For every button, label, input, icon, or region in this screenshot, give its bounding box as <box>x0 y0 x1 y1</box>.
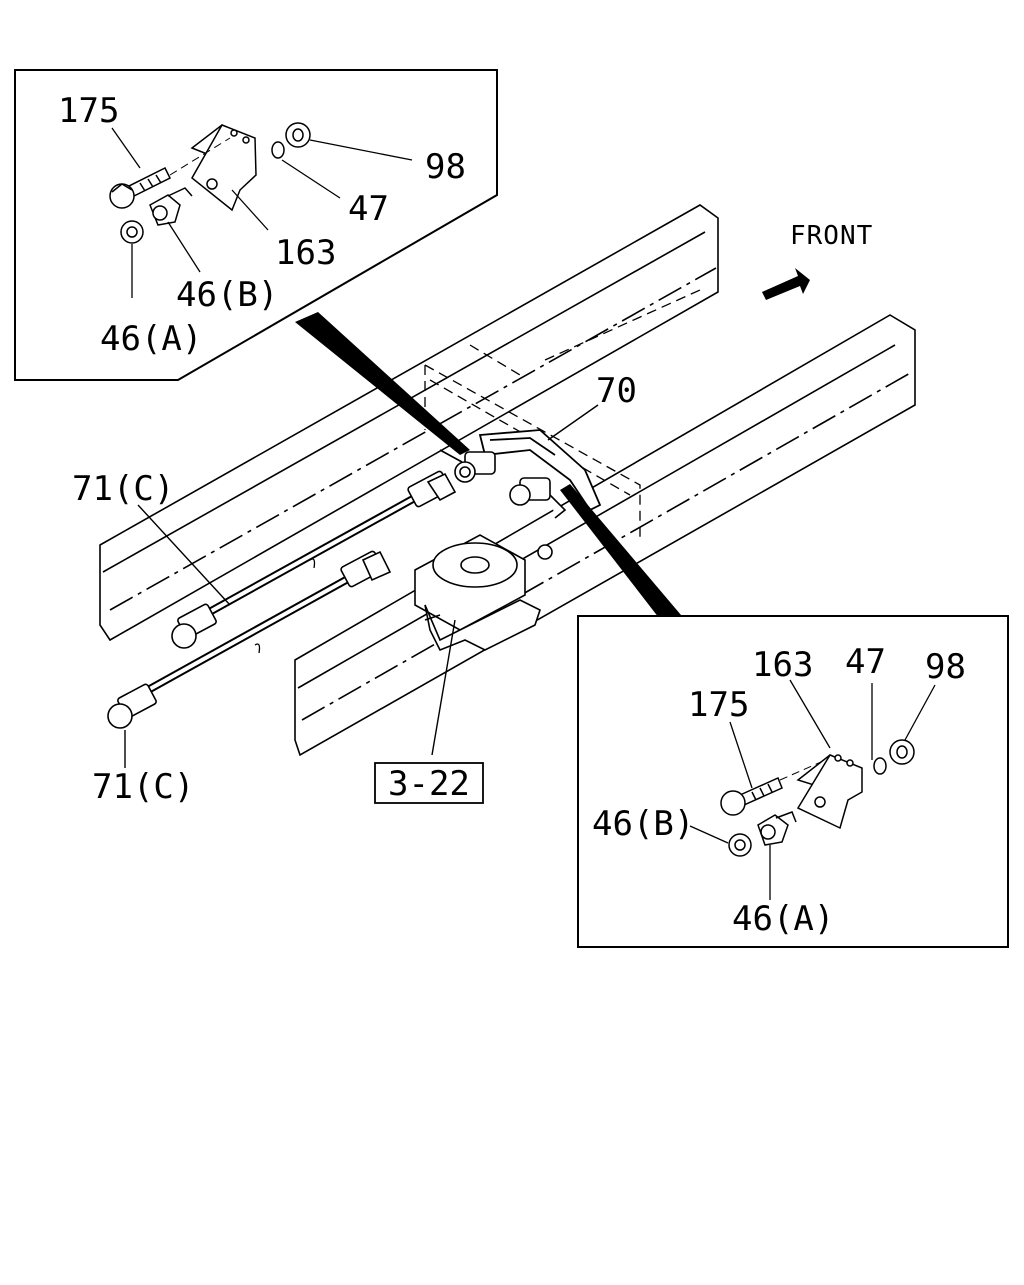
bolt-175-bottom <box>720 776 783 816</box>
valve-right <box>509 477 567 560</box>
callout-wedge-upper <box>295 312 470 455</box>
callout-wedge-lower <box>560 484 692 640</box>
inset-bottom: 163 47 98 175 46(B) 46(A) <box>577 615 1009 948</box>
inset-bottom-leaders <box>689 679 936 900</box>
reference-label: 3-22 <box>388 764 470 804</box>
label-46a-bottom: 46(A) <box>732 899 834 939</box>
nut-46b-bottom <box>728 833 752 857</box>
label-part-70: 70 <box>596 371 637 411</box>
label-part-71c-upper: 71(C) <box>72 469 174 509</box>
nut-46a-top <box>120 220 144 244</box>
bracket-163-bottom <box>796 754 863 830</box>
hose-71c-lower <box>107 550 392 729</box>
label-175-bottom: 175 <box>688 685 749 725</box>
label-98-bottom: 98 <box>925 647 966 687</box>
washer-47-bottom <box>873 757 887 775</box>
main-leaders <box>124 404 599 768</box>
label-46b-top: 46(B) <box>176 275 278 315</box>
inset-top-leaders <box>111 127 413 298</box>
front-label: FRONT <box>790 221 873 251</box>
washer-47-top <box>271 141 285 159</box>
hose-clips <box>254 558 316 654</box>
label-47-top: 47 <box>348 189 389 229</box>
hose-71c-upper <box>171 470 457 649</box>
inset-top: 175 98 47 163 46(B) 46(A) <box>14 69 498 381</box>
reference-box[interactable]: 3-22 <box>374 762 484 804</box>
bracket-163-top <box>190 124 257 212</box>
elbow-46b-top <box>149 187 193 226</box>
label-98-top: 98 <box>425 147 466 187</box>
elbow-46a-bottom <box>757 811 797 846</box>
crossmember-outline <box>424 289 701 540</box>
label-46b-bottom: 46(B) <box>592 804 694 844</box>
label-163-bottom: 163 <box>752 645 813 685</box>
filter-assembly <box>414 534 541 652</box>
nut-98-bottom <box>889 739 915 765</box>
bolt-175-top <box>109 166 172 209</box>
label-part-71c-lower: 71(C) <box>92 767 194 807</box>
label-163-top: 163 <box>275 233 336 273</box>
valve-left <box>439 449 496 483</box>
label-47-bottom: 47 <box>845 642 886 682</box>
label-46a-top: 46(A) <box>100 319 202 359</box>
label-175-top: 175 <box>58 91 119 131</box>
front-arrow-icon <box>762 268 810 300</box>
nut-98-top <box>285 122 311 148</box>
